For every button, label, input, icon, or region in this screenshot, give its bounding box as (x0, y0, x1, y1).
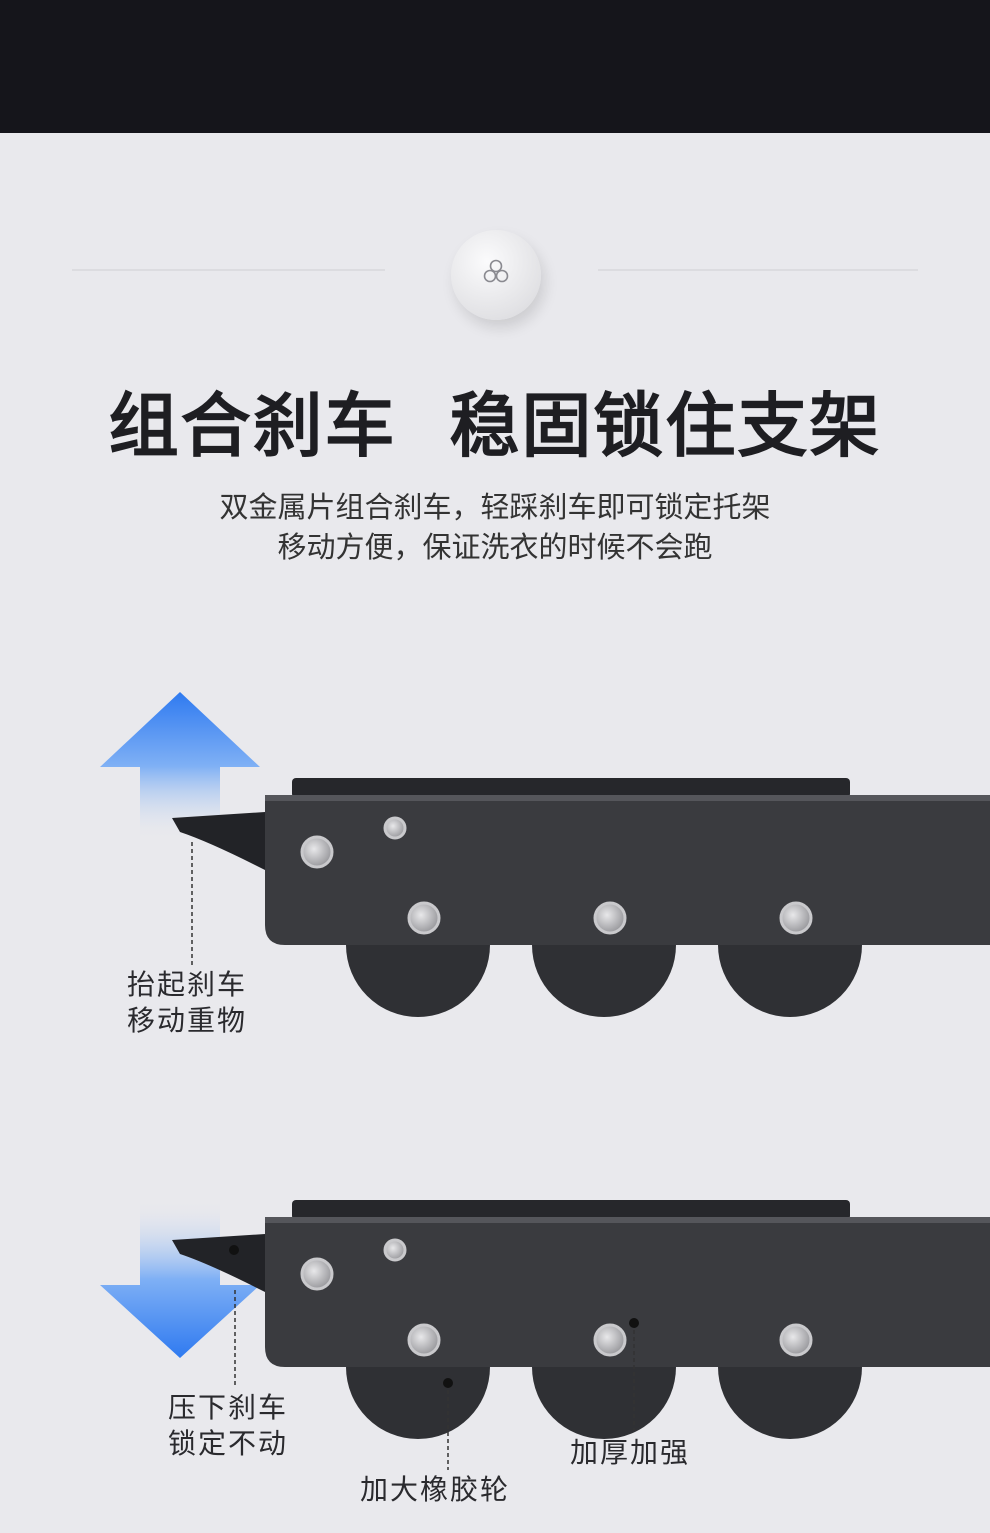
page-title: 组合刹车 稳固锁住支架 (108, 385, 882, 467)
press-line-2: 锁定不动 (168, 1427, 289, 1460)
badge (451, 230, 541, 320)
arrow-down-icon (100, 1200, 260, 1358)
lift-line-2: 移动重物 (127, 1004, 248, 1037)
divider-right (598, 269, 918, 271)
subtitle-line-1: 双金属片组合刹车，轻踩刹车即可锁定托架 (219, 490, 771, 524)
reinforce-callout: 加厚加强 (570, 1436, 691, 1469)
divider-left (72, 269, 385, 271)
three-circles-icon (483, 259, 509, 283)
callout-lines (191, 842, 635, 1470)
press-line-1: 压下刹车 (168, 1391, 289, 1424)
lift-callout: 抬起刹车 移动重物 (127, 967, 247, 1039)
wheel-callout: 加大橡胶轮 (360, 1473, 511, 1506)
lift-line-1: 抬起刹车 (127, 968, 248, 1001)
press-callout: 压下刹车 锁定不动 (168, 1390, 288, 1462)
subtitle-line-2: 移动方便，保证洗衣的时候不会跑 (277, 530, 713, 564)
arrow-up-icon (100, 692, 260, 840)
top-bar (0, 0, 990, 133)
